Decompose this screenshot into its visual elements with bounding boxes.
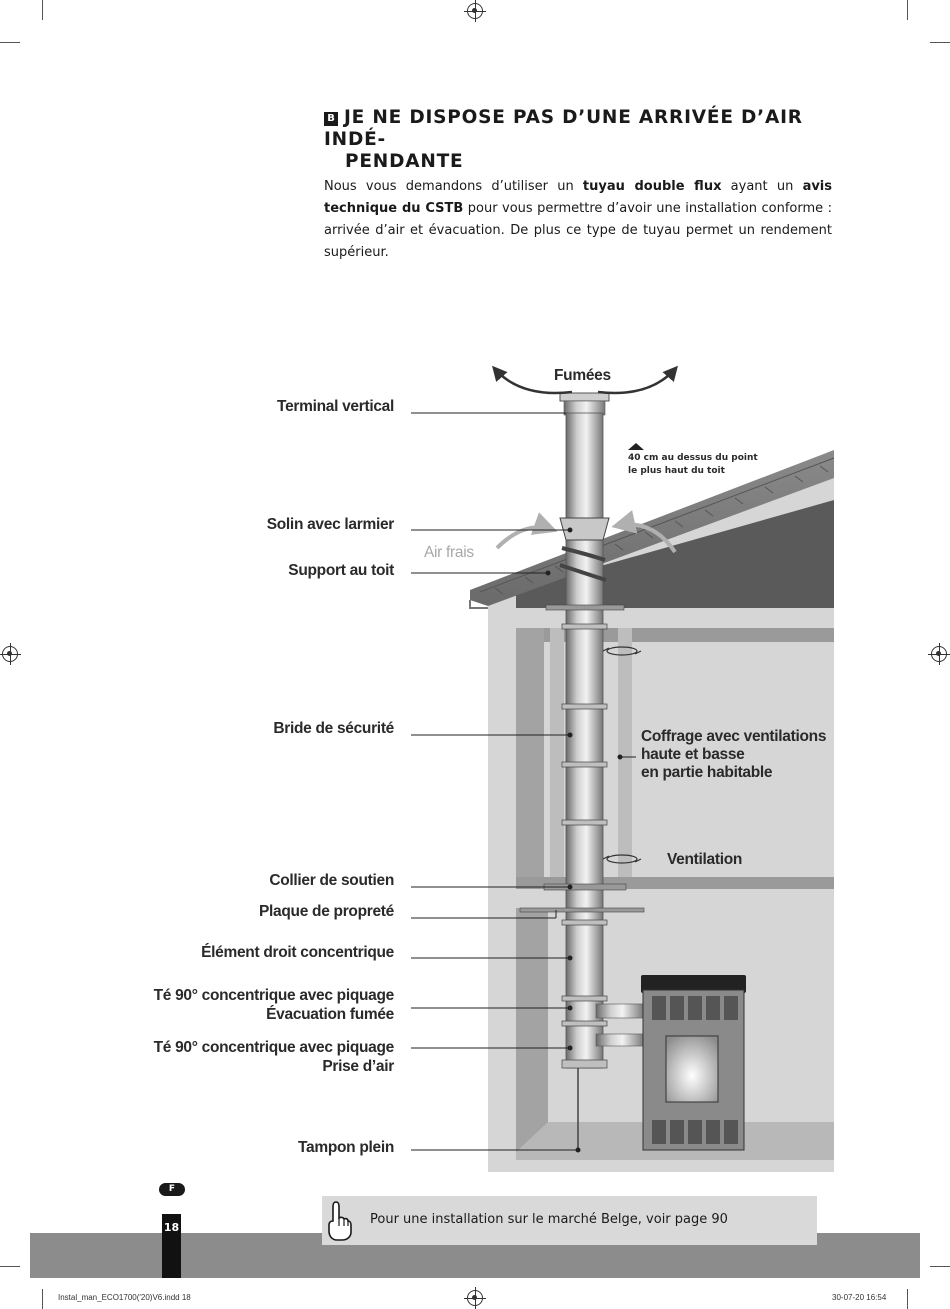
label-tampon: Tampon plein xyxy=(298,1139,394,1156)
section-title-line2: PENDANTE xyxy=(345,151,464,172)
support-plate xyxy=(545,604,625,611)
air-arrow-right xyxy=(611,510,677,554)
registration-mark-icon xyxy=(928,643,950,665)
slug-right: 30-07-20 16:54 xyxy=(832,1293,887,1302)
section-title-line1: JE NE DISPOSE PAS D’UNE ARRIVÉE D’AIR IN… xyxy=(324,107,803,150)
note-box xyxy=(322,1196,817,1245)
label-coffrage-line2: haute et basse xyxy=(641,746,745,763)
leader-lines xyxy=(411,412,636,1153)
label-coffrage-line3: en partie habitable xyxy=(641,764,773,781)
label-ventilation: Ventilation xyxy=(667,851,743,868)
crop-mark xyxy=(42,1289,43,1309)
terminal-cap xyxy=(559,392,610,402)
label-air-frais: Air frais xyxy=(424,544,474,561)
label-support-toit: Support au toit xyxy=(288,562,394,579)
label-te-evacuation: Té 90° concentrique avec piquage Évacuat… xyxy=(153,986,395,1024)
crop-mark xyxy=(907,1289,908,1309)
label-te1-line2: Évacuation fumée xyxy=(266,1006,394,1023)
label-collier: Collier de soutien xyxy=(269,872,394,889)
interior-wall-lower xyxy=(516,908,548,1152)
roof-note-line1: 40 cm au dessus du point xyxy=(628,453,758,463)
label-plaque: Plaque de propreté xyxy=(259,903,394,920)
label-coffrage-line1: Coffrage avec ventilations xyxy=(641,728,827,745)
crop-mark xyxy=(0,1266,20,1267)
plaque-proprete xyxy=(519,907,645,913)
roof-height-note: 40 cm au dessus du point le plus haut du… xyxy=(628,452,758,478)
intro-paragraph: Nous vous demandons d’utiliser un tuyau … xyxy=(324,176,832,264)
label-solin: Solin avec larmier xyxy=(266,516,395,533)
intro-bold-cstb: avis technique du CSTB xyxy=(324,179,833,216)
registration-mark-icon xyxy=(464,0,486,22)
label-te-prise-air: Té 90° concentrique avec piquage Prise d… xyxy=(153,1038,395,1076)
smoke-arrow-right xyxy=(597,365,678,395)
crop-mark xyxy=(930,42,950,43)
smoke-arrow-left xyxy=(492,365,573,395)
crop-mark xyxy=(930,1266,950,1267)
label-terminal-vertical: Terminal vertical xyxy=(277,398,394,415)
label-bride: Bride de sécurité xyxy=(273,720,394,737)
intro-bold-pipe: tuyau double flux xyxy=(582,179,722,194)
roof-note-line2: le plus haut du toit xyxy=(628,466,725,476)
label-te2-line1: Té 90° concentrique avec piquage xyxy=(153,1039,395,1056)
intro-text: Nous vous demandons d’utiliser un xyxy=(324,179,583,194)
pointing-hand-icon xyxy=(328,1201,352,1241)
registration-mark-icon xyxy=(464,1287,486,1309)
solin xyxy=(559,517,610,541)
crop-mark xyxy=(0,42,20,43)
slug-left: Instal_man_ECO1700('20)V6.indd 18 xyxy=(58,1293,191,1302)
section-badge: B xyxy=(324,112,338,126)
coffrage-left xyxy=(550,628,564,883)
crop-mark xyxy=(907,0,908,20)
note-text: Pour une installation sur le marché Belg… xyxy=(370,1212,728,1227)
page-number: 18 xyxy=(162,1214,181,1278)
crop-mark xyxy=(42,0,43,20)
ventilation-arrows xyxy=(602,646,642,864)
stove xyxy=(641,975,746,1151)
label-coffrage: Coffrage avec ventilations haute et bass… xyxy=(641,728,826,782)
language-badge: F xyxy=(159,1183,185,1196)
label-te2-line2: Prise d’air xyxy=(322,1058,394,1075)
intro-text: ayant un xyxy=(721,179,803,194)
label-element-droit: Élément droit concentrique xyxy=(201,944,394,961)
coffrage-right xyxy=(618,628,632,883)
label-te1-line1: Té 90° concentrique avec piquage xyxy=(153,987,395,1004)
interior-wall-left xyxy=(516,628,544,878)
height-triangle-icon xyxy=(628,443,644,450)
intro-text: pour vous permettre d’avoir une installa… xyxy=(324,201,832,260)
label-fumees: Fumées xyxy=(554,367,611,384)
stove-window xyxy=(665,1035,719,1103)
registration-mark-icon xyxy=(0,643,21,665)
